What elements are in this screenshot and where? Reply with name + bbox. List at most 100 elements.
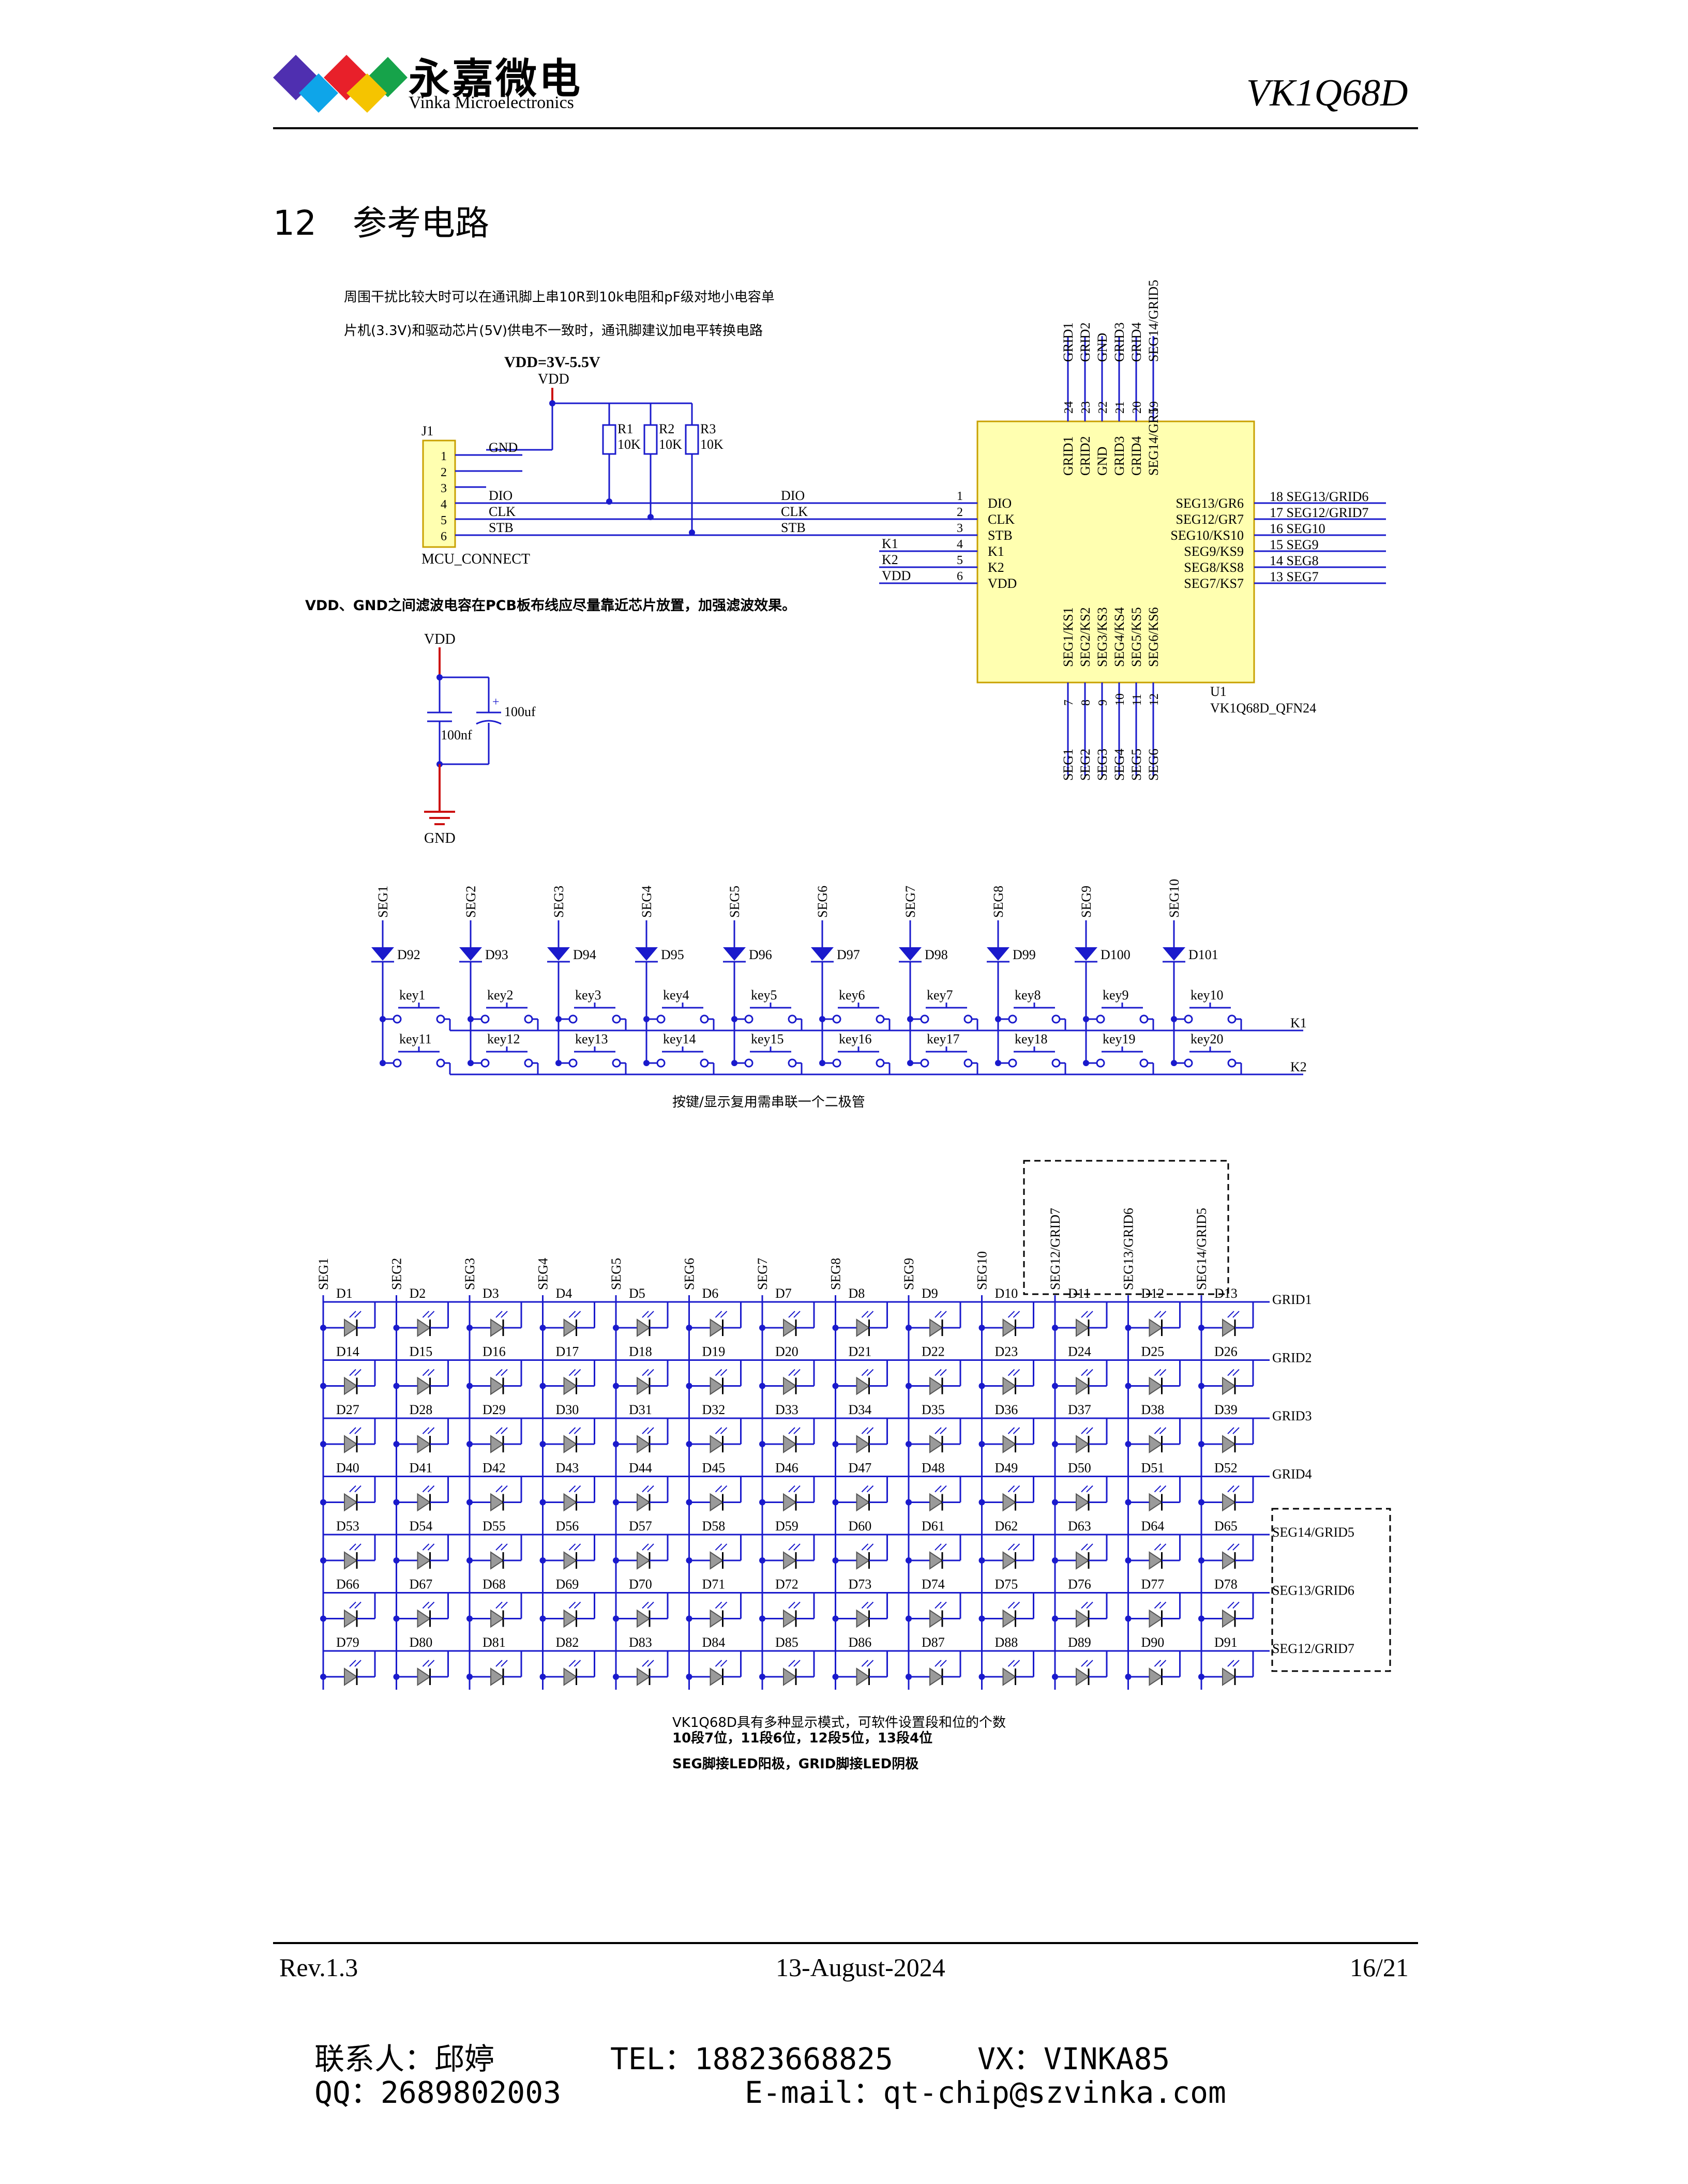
connector-signal-dio: DIO	[489, 488, 513, 503]
led-light-ray-icon	[1159, 1601, 1167, 1609]
chip-top-inner-name: GRID4	[1129, 436, 1144, 476]
led-light-ray-icon	[647, 1311, 654, 1318]
led-seg-label: SEG10	[975, 1251, 990, 1290]
chip-top-pin-number: 20	[1131, 401, 1144, 414]
k2-net-label: K2	[1290, 1059, 1307, 1074]
led-light-ray-icon	[1086, 1601, 1093, 1609]
keyscan-diode-icon	[1075, 947, 1097, 961]
cap2-plate-bottom	[476, 720, 502, 725]
led-light-ray-icon	[1007, 1311, 1015, 1318]
led-light-ray-icon	[715, 1427, 722, 1434]
led-diode-icon	[1149, 1435, 1163, 1453]
keyscan-seg-label: SEG7	[903, 886, 918, 918]
led-diode-icon	[1149, 1609, 1163, 1628]
key-label-key5: key5	[751, 988, 777, 1003]
connector-signal-gnd: GND	[489, 440, 518, 455]
keyscan-diode-ref: D97	[837, 947, 860, 962]
chip-bottom-inner-name: SEG1/KS1	[1061, 607, 1076, 667]
led-diode-icon	[490, 1667, 504, 1686]
key-label-key14: key14	[663, 1032, 696, 1046]
led-light-ray-icon	[1227, 1427, 1234, 1434]
led-column-junction	[686, 1557, 692, 1564]
led-column-junction	[686, 1325, 692, 1331]
chip-bottom-net-label: SEG5	[1129, 749, 1144, 781]
keyscan-seg-label: SEG6	[815, 886, 830, 918]
led-column-junction	[613, 1499, 619, 1506]
led-column-junction	[832, 1674, 839, 1680]
led-light-ray-icon	[793, 1660, 801, 1667]
led-ref-D22: D22	[922, 1344, 945, 1359]
key-junction	[643, 1060, 650, 1066]
led-diode-icon	[417, 1493, 431, 1512]
led-ref-D89: D89	[1068, 1635, 1091, 1650]
led-light-ray-icon	[866, 1660, 874, 1667]
led-diode-icon	[637, 1318, 651, 1337]
led-light-ray-icon	[1013, 1660, 1020, 1667]
contact-tel-label: TEL：	[610, 2041, 695, 2076]
key-contact-left	[393, 1014, 402, 1024]
led-ref-D16: D16	[483, 1344, 506, 1359]
led-column-junction	[613, 1383, 619, 1389]
note-segment-grid-combos: 10段7位，11段6位，12段5位，13段4位	[672, 1730, 932, 1746]
led-column-junction	[978, 1325, 985, 1331]
led-diode-icon	[856, 1435, 870, 1453]
led-light-ray-icon	[422, 1543, 430, 1551]
connector-pin-1: 1	[441, 450, 447, 463]
led-column-junction	[613, 1557, 619, 1564]
key-contact-left	[480, 1058, 490, 1068]
led-light-ray-icon	[354, 1543, 361, 1551]
led-ref-D68: D68	[483, 1577, 506, 1592]
key-label-key20: key20	[1190, 1032, 1224, 1046]
chip-right-net-label: 15 SEG9	[1270, 537, 1319, 552]
chip-bottom-pin-number: 8	[1079, 700, 1093, 706]
led-ref-D81: D81	[483, 1635, 506, 1650]
led-ref-D25: D25	[1141, 1344, 1165, 1359]
key-junction	[731, 1060, 737, 1066]
led-seg-label: SEG3	[462, 1258, 477, 1290]
led-light-ray-icon	[501, 1660, 508, 1667]
led-light-ray-icon	[1013, 1485, 1020, 1493]
led-light-ray-icon	[1081, 1543, 1088, 1551]
key-label-key8: key8	[1015, 988, 1041, 1003]
led-light-ray-icon	[1086, 1660, 1093, 1667]
led-light-ray-icon	[568, 1427, 576, 1434]
chip-pin-name-right: SEG7/KS7	[1184, 576, 1244, 591]
keyscan-diode-icon	[811, 947, 834, 961]
led-light-ray-icon	[935, 1427, 942, 1434]
led-light-ray-icon	[1232, 1369, 1240, 1376]
led-seg-label: SEG1	[316, 1258, 331, 1290]
key-junction	[907, 1016, 913, 1022]
led-light-ray-icon	[354, 1369, 361, 1376]
led-column-junction	[1052, 1383, 1058, 1389]
led-ref-D90: D90	[1141, 1635, 1165, 1650]
led-ref-D38: D38	[1141, 1402, 1165, 1417]
led-diode-icon	[563, 1551, 578, 1570]
led-light-ray-icon	[349, 1485, 356, 1493]
led-light-ray-icon	[568, 1601, 576, 1609]
led-light-ray-icon	[720, 1660, 728, 1667]
led-light-ray-icon	[935, 1601, 942, 1609]
chip-bottom-inner-name: SEG4/KS4	[1112, 607, 1127, 667]
led-light-ray-icon	[940, 1369, 947, 1376]
chip-bottom-inner-name: SEG3/KS3	[1095, 607, 1110, 667]
led-light-ray-icon	[1154, 1543, 1162, 1551]
led-column-junction	[686, 1674, 692, 1680]
keyscan-diode-ref: D101	[1188, 947, 1218, 962]
led-diode-icon	[637, 1667, 651, 1686]
led-diode-icon	[1149, 1667, 1163, 1686]
led-diode-icon	[637, 1609, 651, 1628]
led-seg-label: SEG9	[901, 1258, 916, 1290]
key-junction	[643, 1016, 650, 1022]
led-light-ray-icon	[1013, 1369, 1020, 1376]
led-diode-icon	[856, 1609, 870, 1628]
chip-pin-name-left: CLK	[988, 512, 1015, 527]
led-diode-icon	[1149, 1318, 1163, 1337]
led-ref-D62: D62	[995, 1519, 1018, 1534]
led-light-ray-icon	[354, 1660, 361, 1667]
led-light-ray-icon	[1154, 1311, 1162, 1318]
dashed-box-shared-pins	[1023, 1160, 1229, 1295]
led-column-junction	[320, 1557, 326, 1564]
chip-right-net-label: 18 SEG13/GRID6	[1270, 489, 1368, 504]
led-light-ray-icon	[354, 1311, 361, 1318]
led-light-ray-icon	[349, 1543, 356, 1551]
